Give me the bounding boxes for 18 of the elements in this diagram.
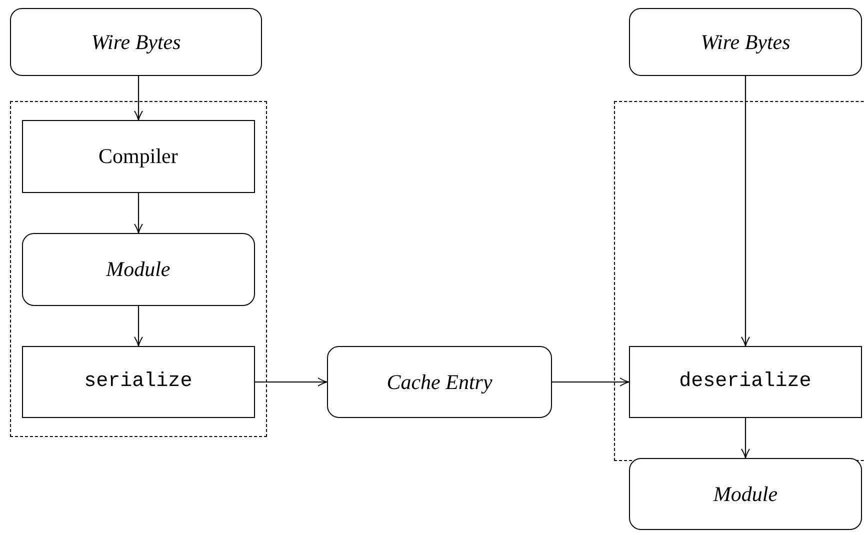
process-box [628, 346, 862, 418]
node-label: Cache Entry [386, 370, 492, 394]
node-label: Module [106, 256, 170, 282]
node-label: Wire Bytes [700, 30, 790, 54]
node-label: Module [713, 482, 778, 506]
function-name: deserialize [679, 370, 812, 394]
rounded-box [629, 458, 862, 530]
node-label: Wire Bytes [91, 30, 181, 54]
process-box [22, 346, 255, 418]
rounded-box [629, 8, 862, 76]
rounded-box [10, 8, 262, 76]
rounded-box [327, 346, 552, 418]
process-box [22, 120, 255, 193]
dashed-group-box [614, 101, 864, 461]
dashed-group-box [10, 101, 267, 437]
node-label: Compiler [98, 144, 178, 169]
rounded-box [22, 232, 255, 306]
function-name: serialize [84, 370, 192, 394]
